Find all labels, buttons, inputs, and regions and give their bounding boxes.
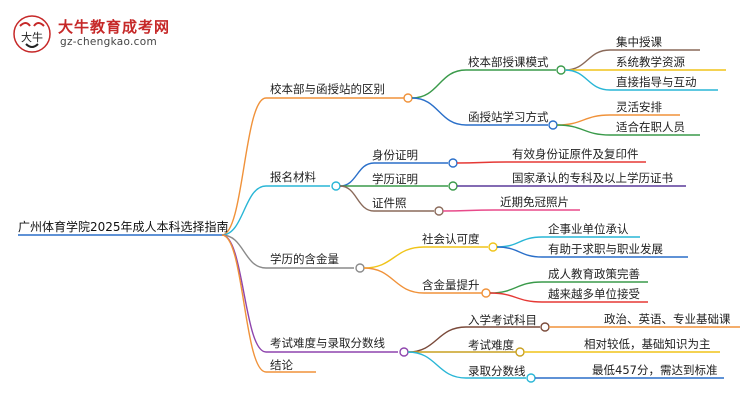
branch-node-0[interactable] (403, 93, 413, 103)
subtopic-connector (339, 162, 375, 187)
leaf-topic[interactable]: 系统教学资源 (616, 55, 685, 69)
subtopic-connector (411, 69, 467, 99)
branch-topic-2[interactable]: 学历的含金量 (270, 252, 339, 266)
branch-node-3[interactable] (399, 347, 409, 357)
leaf-connector (496, 246, 543, 258)
leaf-topic[interactable]: 灵活安排 (616, 100, 662, 114)
leaf-topic[interactable]: 国家承认的专科及以上学历证书 (512, 171, 673, 185)
brand-logo[interactable]: 大牛 大牛教育成考网 gz-chengkao.com (12, 14, 222, 54)
subtopic[interactable]: 函授站学习方式 (468, 110, 549, 124)
subtopic[interactable]: 校本部授课模式 (468, 55, 549, 69)
leaf-connector (489, 292, 543, 303)
leaf-connector (564, 49, 611, 71)
leaf-topic[interactable]: 越来越多单位接受 (548, 287, 640, 301)
leaf-connector (564, 69, 611, 91)
subtopic-node[interactable] (434, 206, 444, 216)
logo-glyph: 大牛 (21, 30, 43, 44)
branch-topic-0[interactable]: 校本部与函授站的区别 (270, 82, 385, 96)
leaf-topic[interactable]: 适合在职人员 (616, 120, 685, 134)
leaf-topic[interactable]: 集中授课 (616, 35, 662, 49)
subtopic-connector (407, 351, 467, 379)
leaf-topic[interactable]: 最低457分，需达到标准 (592, 363, 718, 377)
leaf-connector (442, 209, 495, 212)
subtopic-node[interactable] (448, 158, 458, 168)
branch-node-1[interactable] (331, 181, 341, 191)
subtopic-connector (339, 185, 375, 212)
root-topic[interactable]: 广州体育学院2025年成人本科选择指南 (18, 220, 229, 234)
subtopic[interactable]: 社会认可度 (422, 232, 480, 246)
subtopic-connector (407, 326, 467, 353)
brand-name: 大牛教育成考网 (58, 18, 171, 36)
leaf-topic[interactable]: 相对较低，基础知识为主 (584, 337, 711, 351)
brand-url[interactable]: gz-chengkao.com (60, 36, 158, 48)
subtopic-node[interactable] (481, 288, 491, 298)
branch-connector (221, 97, 267, 236)
subtopic[interactable]: 考试难度 (468, 338, 514, 352)
branch-topic-4[interactable]: 结论 (270, 358, 293, 372)
branch-connector (221, 234, 267, 373)
subtopic-node[interactable] (548, 120, 558, 130)
bull-logo-icon: 大牛 (13, 15, 51, 53)
subtopic-node[interactable] (526, 373, 536, 383)
leaf-topic[interactable]: 有效身份证原件及复印件 (512, 147, 639, 161)
branch-node-2[interactable] (355, 263, 365, 273)
leaf-connector (456, 161, 507, 164)
leaf-topic[interactable]: 近期免冠照片 (500, 195, 569, 209)
subtopic-node[interactable] (556, 65, 566, 75)
subtopic[interactable]: 证件照 (372, 196, 407, 210)
leaf-connector (556, 114, 611, 126)
subtopic-node[interactable] (515, 347, 525, 357)
leaf-connector (489, 281, 543, 294)
leaf-topic[interactable]: 成人教育政策完善 (548, 267, 640, 281)
subtopic-node[interactable] (488, 242, 498, 252)
subtopic[interactable]: 入学考试科目 (468, 313, 537, 327)
subtopic-connector (363, 267, 425, 294)
leaf-topic[interactable]: 有助于求职与职业发展 (548, 242, 663, 256)
subtopic-node[interactable] (448, 181, 458, 191)
subtopic[interactable]: 身份证明 (372, 148, 418, 162)
leaf-topic[interactable]: 政治、英语、专业基础课 (604, 312, 731, 326)
branch-connector (221, 185, 267, 236)
subtopic-connector (363, 246, 425, 269)
branch-topic-3[interactable]: 考试难度与录取分数线 (270, 336, 385, 350)
leaf-topic[interactable]: 直接指导与互动 (616, 75, 697, 89)
subtopic-connector (411, 97, 467, 126)
leaf-connector (556, 124, 611, 136)
branch-topic-1[interactable]: 报名材料 (270, 170, 316, 184)
subtopic[interactable]: 录取分数线 (468, 364, 526, 378)
branch-connector (221, 234, 267, 269)
subtopic[interactable]: 学历证明 (372, 172, 418, 186)
subtopic[interactable]: 含金量提升 (422, 278, 480, 292)
subtopic-node[interactable] (540, 322, 550, 332)
leaf-topic[interactable]: 企事业单位承认 (548, 222, 629, 236)
leaf-connector (496, 236, 543, 248)
